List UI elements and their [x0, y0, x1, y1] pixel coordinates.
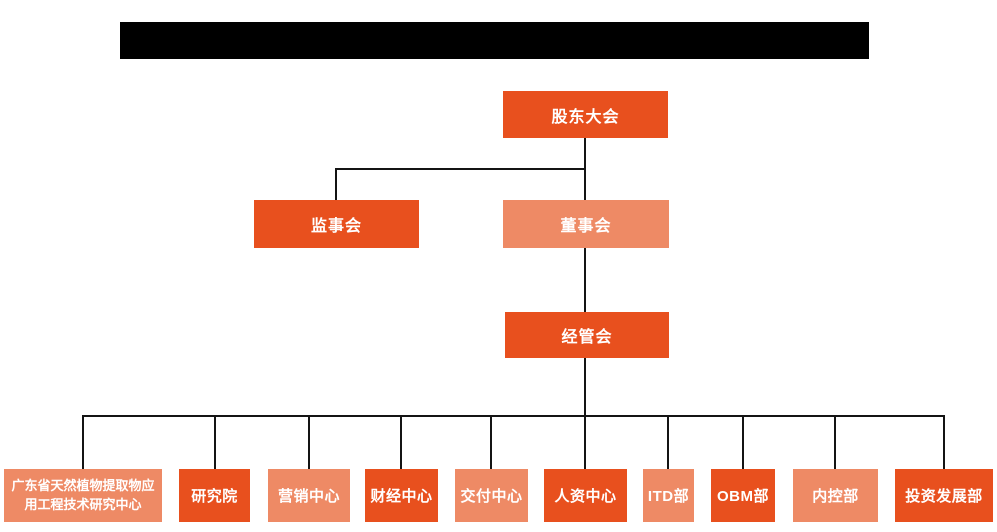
connector-drop-research-institute [214, 416, 216, 469]
connector-branch-horizontal [335, 168, 586, 170]
connector-drop-hr-center [584, 416, 586, 469]
connector-drop-obm-dept [742, 416, 744, 469]
org-node-supervisory-board: 监事会 [254, 200, 419, 248]
org-node-investment-development-dept: 投资发展部 [895, 469, 993, 522]
org-node-finance-center: 财经中心 [365, 469, 438, 522]
org-node-shareholders-meeting: 股东大会 [503, 91, 668, 138]
org-node-research-center: 广东省天然植物提取物应用工程技术研究中心 [4, 469, 162, 522]
org-node-itd-dept: ITD部 [643, 469, 694, 522]
org-node-hr-center: 人资中心 [544, 469, 627, 522]
connector-department-rail [82, 415, 945, 417]
org-node-obm-dept: OBM部 [711, 469, 775, 522]
connector-drop-itd-dept [667, 416, 669, 469]
org-node-board-of-directors: 董事会 [503, 200, 669, 248]
org-node-management-committee: 经管会 [505, 312, 669, 358]
org-node-marketing-center: 营销中心 [268, 469, 350, 522]
connector-drop-finance-center [400, 416, 402, 469]
connector-board-to-management [584, 248, 586, 312]
connector-drop-investment-development-dept [943, 416, 945, 469]
connector-drop-delivery-center [490, 416, 492, 469]
org-node-research-institute: 研究院 [179, 469, 250, 522]
connector-drop-marketing-center [308, 416, 310, 469]
connector-supervisory-drop [335, 168, 337, 200]
connector-drop-research-center [82, 416, 84, 469]
redacted-title-bar [120, 22, 869, 59]
connector-drop-internal-control-dept [834, 416, 836, 469]
org-node-internal-control-dept: 内控部 [793, 469, 878, 522]
connector-management-to-rail [584, 358, 586, 416]
org-node-delivery-center: 交付中心 [455, 469, 528, 522]
